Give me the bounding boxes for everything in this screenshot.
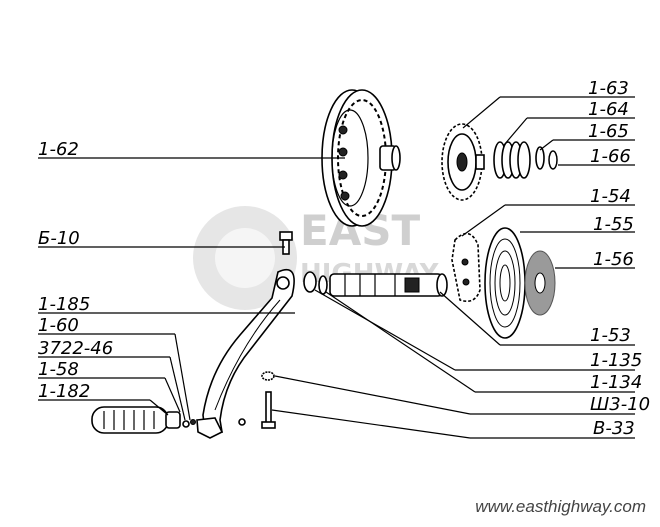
label-1-60: 1-60 [38,315,79,336]
ratchet-1-54 [451,232,481,303]
spring-1-58 [238,418,246,426]
label-1-58: 1-58 [38,359,79,380]
pin-3722-46 [190,419,196,425]
shaft-1-53 [329,273,448,297]
label-b-10: Б-10 [38,228,80,249]
leader-lines [38,96,635,439]
washer-1-134 [318,275,328,295]
bushing-1-135 [303,271,317,293]
pedal-rubber-1-182 [91,406,181,434]
bolt-v-33 [261,391,276,429]
label-1-63: 1-63 [588,78,629,99]
ring-1-66 [548,150,558,170]
label-sh3-10: Ш3-10 [590,394,650,415]
label-1-62: 1-62 [38,139,79,160]
label-1-64: 1-64 [588,99,629,120]
label-1-185: 1-185 [38,294,90,315]
label-1-134: 1-134 [590,372,642,393]
label-1-56: 1-56 [593,249,634,270]
label-1-135: 1-135 [590,350,642,371]
label-1-53: 1-53 [590,325,631,346]
washer-sh3-10 [261,371,275,381]
label-1-55: 1-55 [593,214,634,235]
watermark-url: www.easthighway.com [475,497,646,516]
sprocket-1-63 [441,123,485,201]
label-v-33: В-33 [593,418,635,439]
label-1-54: 1-54 [590,186,631,207]
label-3722-46: 3722-46 [38,338,113,359]
spring-1-64 [493,141,531,179]
label-1-66: 1-66 [590,146,631,167]
label-1-182: 1-182 [38,381,90,402]
kick-lever-1-185 [196,268,295,439]
washer-1-65 [535,146,545,170]
ball-1-60 [182,420,190,428]
label-1-65: 1-65 [588,121,629,142]
spring-disc-1-55 [484,227,526,339]
part-labels: 1-62 1-63 1-64 1-65 1-66 1-54 1-55 1-56 … [38,78,650,439]
disc-1-56 [524,250,556,316]
